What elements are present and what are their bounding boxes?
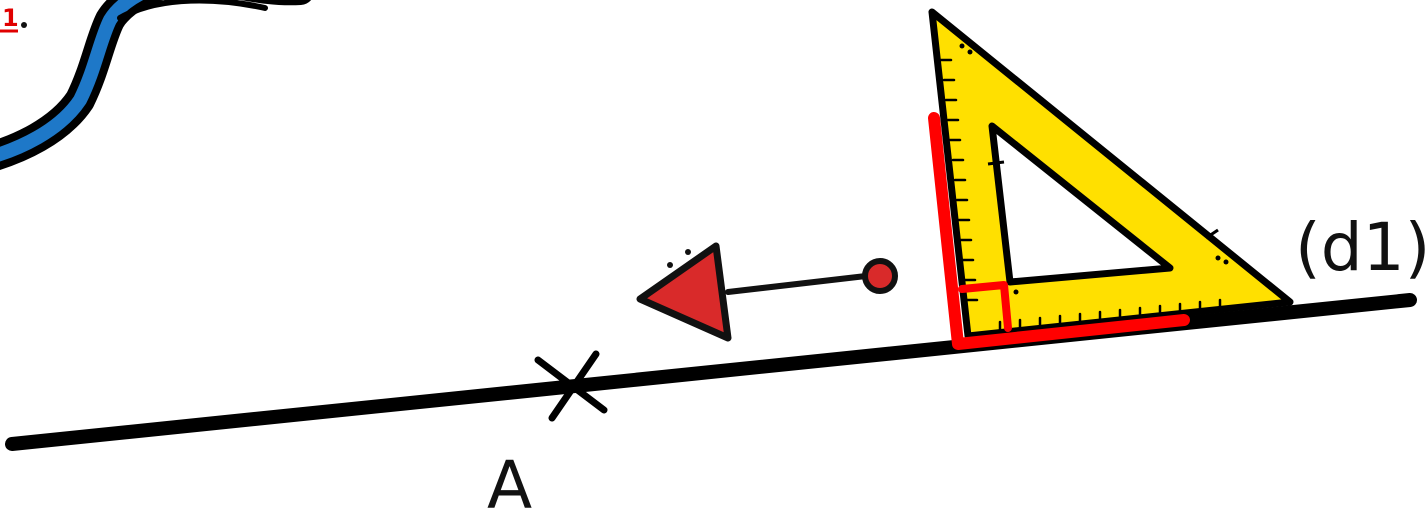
corner-mark-text: 1 <box>2 4 19 32</box>
right-angle-icon <box>928 112 1190 350</box>
cross-mark-icon <box>534 350 608 422</box>
cloud-icon <box>0 0 312 170</box>
arrow-icon <box>636 242 898 342</box>
corner-mark: 1 <box>0 4 27 33</box>
line-label-d1: (d1) <box>1295 209 1425 286</box>
set-square-icon <box>928 8 1294 340</box>
point-label-a: A <box>487 447 532 512</box>
